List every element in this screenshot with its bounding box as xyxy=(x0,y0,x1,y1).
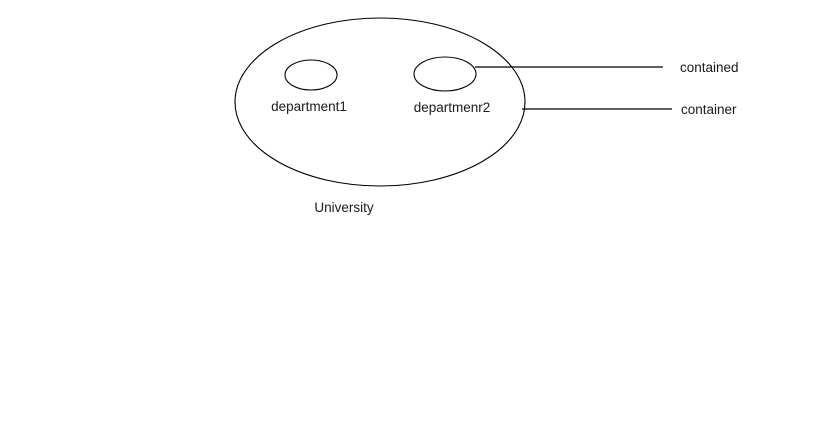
departmenr2-ellipse[interactable] xyxy=(413,56,477,92)
university-ellipse[interactable] xyxy=(234,17,526,187)
department1-ellipse[interactable] xyxy=(284,59,338,91)
department1-label: department1 xyxy=(271,99,347,114)
contained-callout-label: contained xyxy=(680,60,739,75)
container-callout-label: container xyxy=(681,102,737,117)
departmenr2-label: departmenr2 xyxy=(414,100,491,115)
university-label: University xyxy=(314,200,374,215)
